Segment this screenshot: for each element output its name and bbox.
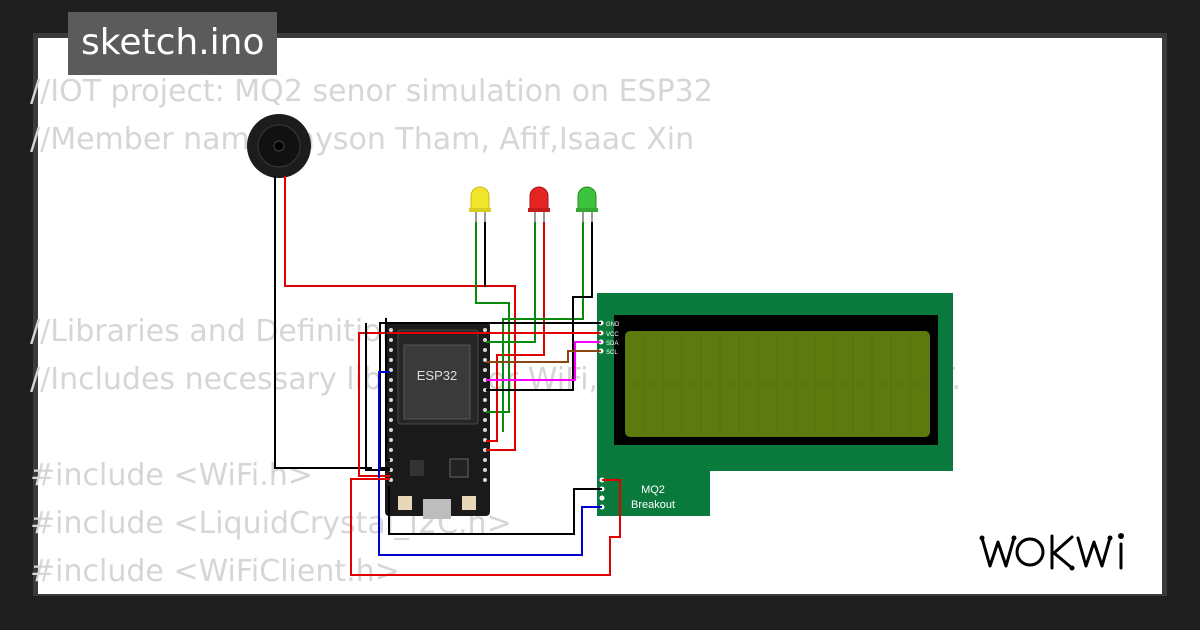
wire-mq2-gnd <box>388 486 602 535</box>
file-tab[interactable]: sketch.ino <box>68 12 278 75</box>
wires <box>274 176 621 576</box>
buzzer[interactable] <box>247 114 311 178</box>
code-line: #include <WiFi.h> <box>30 458 313 493</box>
lcd-cell-grid <box>630 336 925 432</box>
esp32-usb-port <box>423 499 451 519</box>
esp32-left-pins <box>389 328 393 482</box>
lcd-display[interactable]: GND VCC SDA SCL <box>597 293 953 471</box>
wokwi-logo <box>979 533 1124 571</box>
lcd-pin-label: GND <box>606 322 620 328</box>
wire-mq2-vcc <box>350 478 621 576</box>
wire-led-green-gnd <box>486 222 593 391</box>
wire-led-yellow-signal <box>475 222 510 413</box>
esp32-en-button[interactable] <box>462 496 476 510</box>
led-yellow[interactable] <box>469 186 491 222</box>
esp32-boot-button[interactable] <box>398 496 412 510</box>
esp32-label: ESP32 <box>417 368 457 383</box>
wire-led-red-extra <box>486 222 545 442</box>
wire-led-green-signal <box>502 222 584 432</box>
lcd-pin-label: SCL <box>606 350 618 356</box>
esp32-regulator <box>410 460 424 476</box>
wire-buzzer-signal <box>284 176 516 451</box>
wire-lcd-scl <box>486 350 601 363</box>
wire-mq2-analog <box>378 371 602 556</box>
code-line: #include <WiFiClient.h> <box>30 554 400 589</box>
wire-lcd-sda <box>486 341 601 381</box>
mq2-label: MQ2 <box>641 484 665 496</box>
mq2-label: Breakout <box>631 499 675 511</box>
mq2-pcb <box>597 471 710 516</box>
esp32-module-shield <box>403 344 471 420</box>
mq2-pin <box>599 495 605 501</box>
led-green[interactable] <box>576 186 598 222</box>
wire-bundle-black-2 <box>365 323 390 471</box>
wire-lcd-vcc <box>358 332 601 477</box>
code-line: //IOT project: MQ2 senor simulation on E… <box>30 74 713 109</box>
lcd-pin-label: VCC <box>606 332 619 338</box>
wire-buzzer-gnd <box>274 176 372 469</box>
esp32-board[interactable]: ESP32 <box>385 322 490 519</box>
mq2-sensor[interactable]: MQ2 Breakout <box>597 471 710 516</box>
wire-bundle-black <box>385 318 390 461</box>
esp32-usb-chip <box>449 458 469 478</box>
lcd-pin-label: SDA <box>606 341 618 347</box>
code-line: //Member name: Jayson Tham, Afif,Isaac X… <box>30 122 695 157</box>
lcd-i2c-header: GND VCC SDA SCL <box>598 320 620 356</box>
led-red[interactable] <box>528 186 550 222</box>
esp32-right-pins <box>483 328 487 482</box>
buzzer-hole <box>273 140 285 152</box>
